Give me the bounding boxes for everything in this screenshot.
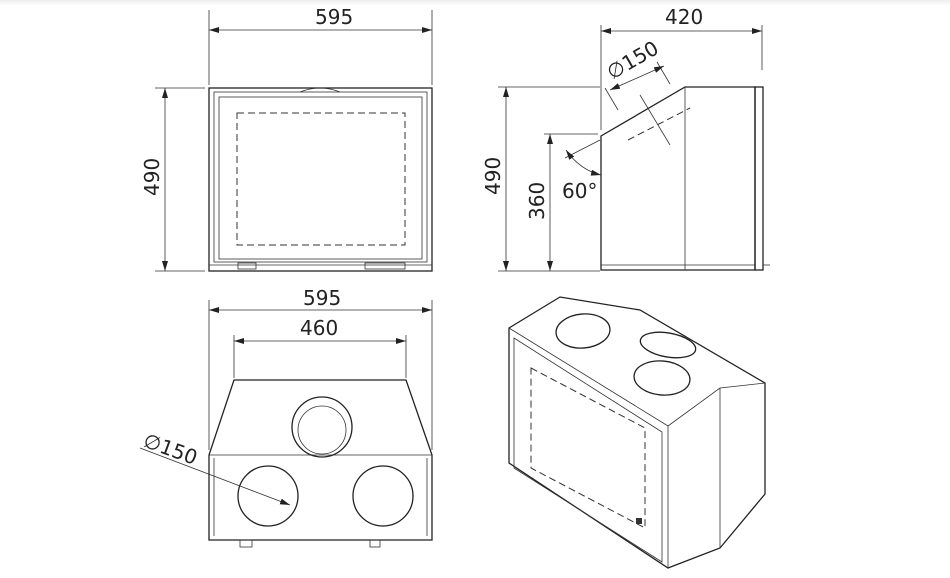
top-flue-diameter-dim: ∅150 bbox=[140, 428, 200, 470]
top-view: 595 460 ∅150 bbox=[139, 286, 433, 548]
side-lower-height-dim: 360 bbox=[525, 182, 549, 220]
side-angle-dim: 60° bbox=[562, 179, 597, 203]
top-inner-width-dim: 460 bbox=[300, 316, 338, 340]
front-width-dim: 595 bbox=[315, 5, 353, 29]
side-depth-dim: 420 bbox=[665, 5, 703, 29]
front-height-dim: 490 bbox=[140, 158, 164, 196]
side-view: 420 490 360 60° ∅150 bbox=[481, 5, 770, 272]
side-height-dim: 490 bbox=[481, 157, 505, 195]
front-view: 595 490 bbox=[140, 5, 433, 272]
top-width-dim: 595 bbox=[303, 286, 341, 310]
side-flue-diameter-dim: ∅150 bbox=[603, 36, 663, 85]
top-edge bbox=[0, 0, 950, 6]
isometric-view bbox=[508, 296, 766, 569]
